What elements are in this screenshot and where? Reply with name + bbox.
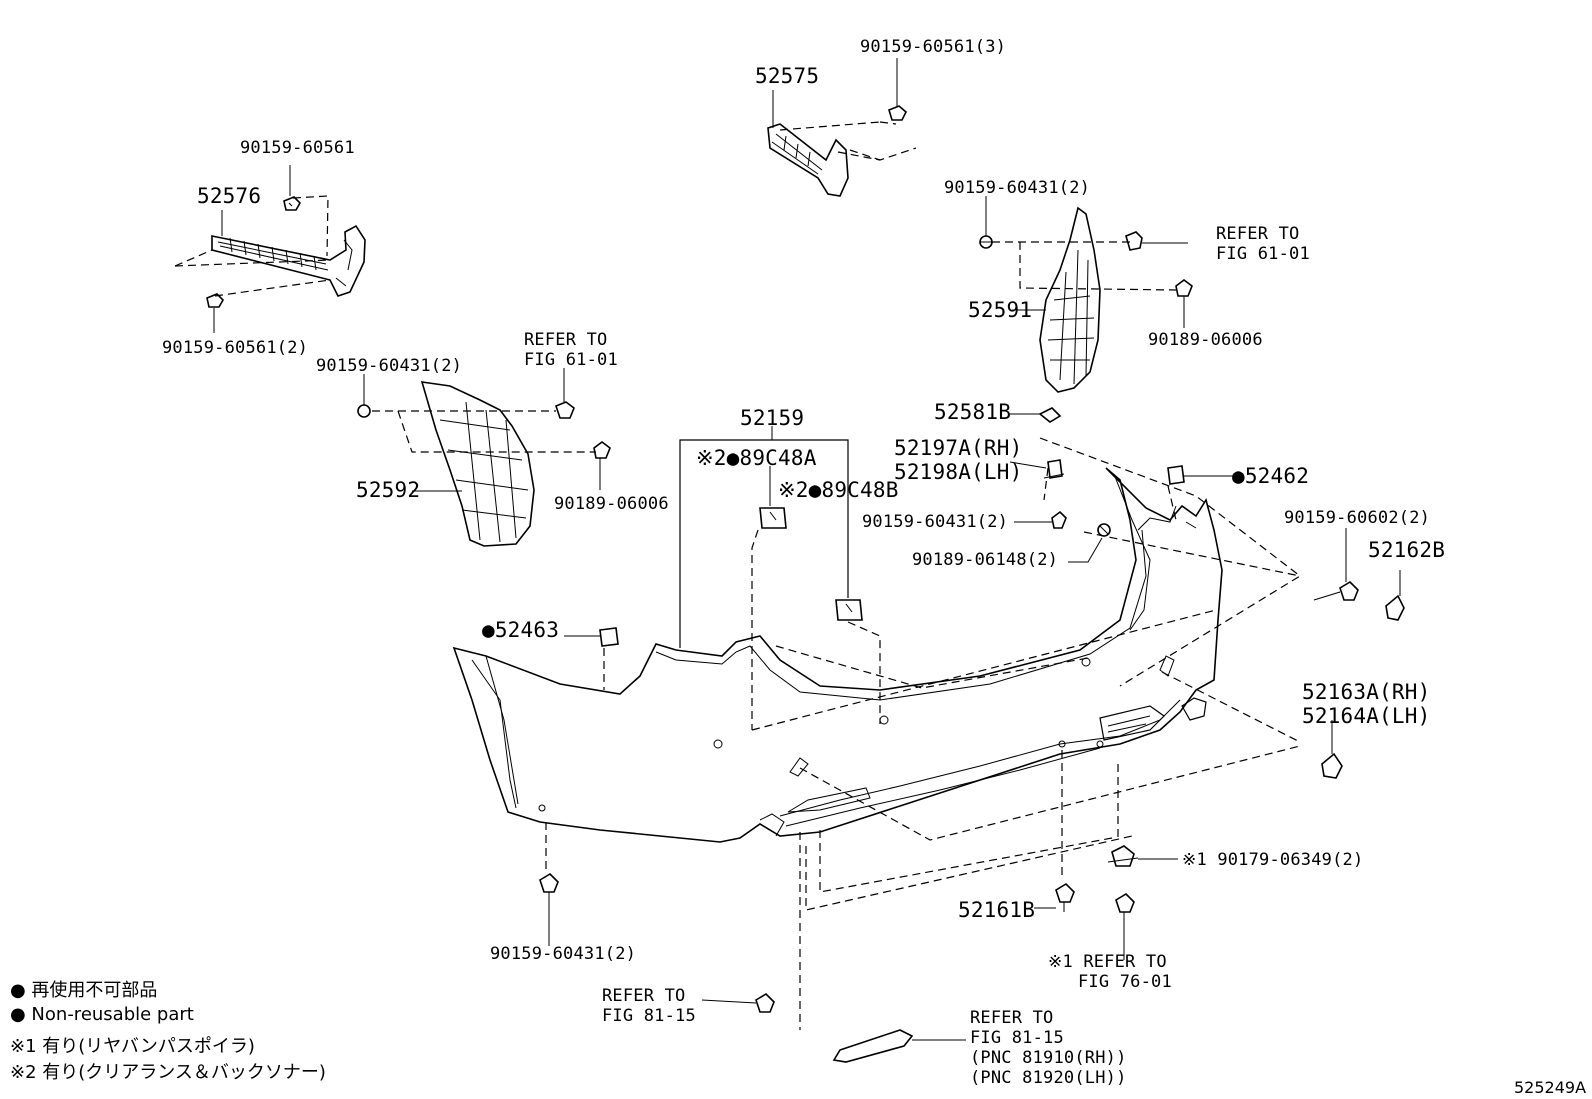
screw-icon-spoiler — [1115, 892, 1135, 960]
screw-icon-90159-60431-bottom — [539, 872, 559, 946]
label-refer-61-01-right: REFER TO — [1216, 224, 1300, 244]
label-52581b: 52581B — [934, 400, 1012, 424]
clip-icon-52592-lower — [593, 441, 611, 459]
figure-reference-number: 525249A — [1514, 1078, 1587, 1097]
clip-icon-90179-06349 — [1107, 845, 1139, 867]
washer-icon-52581b — [1038, 407, 1062, 423]
label-90159-60561: 90159-60561 — [240, 138, 355, 158]
label-52197a-rh: 52197A(RH) — [894, 436, 1023, 460]
label-pnc-81910-rh: (PNC 81910(RH)) — [970, 1048, 1127, 1068]
pad-icon-52462 — [1167, 465, 1185, 485]
part-52592-side-bracket — [420, 381, 535, 547]
leader-line — [1068, 537, 1103, 563]
label-refer-61-01-right-fig: FIG 61-01 — [1216, 244, 1310, 264]
callout-box-52159 — [679, 426, 849, 648]
bumper-guide-lines — [545, 437, 1302, 1030]
clip-icon-52592-right — [555, 401, 575, 419]
leader-line — [1313, 591, 1341, 601]
label-refer-81-15-left: REFER TO — [602, 986, 686, 1006]
clip-icon-52591-left — [979, 235, 993, 249]
bolt-icon-52576-bottom — [206, 293, 224, 308]
label-52463: ●52463 — [482, 618, 560, 642]
leader-52575 — [779, 121, 917, 161]
label-52164a-lh: 52164A(LH) — [1302, 704, 1431, 728]
label-90159-60431-2-mid: 90159-60431(2) — [862, 512, 1009, 532]
label-90189-06006-left: 90189-06006 — [554, 494, 669, 514]
label-52198a-lh: 52198A(LH) — [894, 460, 1023, 484]
cap-icon-52163a — [1321, 752, 1343, 779]
label-89c48b: ※2●89C48B — [778, 478, 899, 502]
label-52591: 52591 — [968, 298, 1033, 322]
part-52575-retainer — [767, 123, 849, 197]
clip-icon-52591-right — [1125, 231, 1143, 251]
screw-icon-90159-60431-mid — [1051, 510, 1067, 529]
label-90159-60431-2-left: 90159-60431(2) — [316, 356, 463, 376]
screw-icon-90159-60602 — [1339, 580, 1359, 601]
cap-icon-52162b — [1385, 594, 1405, 621]
label-90159-60431-2-bottom: 90159-60431(2) — [490, 944, 637, 964]
label-52161b: 52161B — [958, 898, 1036, 922]
label-refer-76-01-fig: FIG 76-01 — [1078, 972, 1172, 992]
label-52462: ●52462 — [1232, 464, 1310, 488]
bolt-icon-52575 — [888, 105, 907, 121]
label-refer-81-15-right-fig: FIG 81-15 — [970, 1028, 1064, 1048]
label-90189-06148-2: 90189-06148(2) — [912, 550, 1059, 570]
label-52576: 52576 — [197, 184, 262, 208]
sensor-retainer-icon-89c48a — [759, 507, 787, 529]
legend-note-2: ※2 有り(クリアランス＆バックソナー) — [10, 1062, 326, 1083]
pad-icon-52463 — [599, 627, 619, 647]
label-90159-60561-2: 90159-60561(2) — [162, 338, 309, 358]
part-52576-retainer — [211, 224, 366, 297]
bolt-icon-52576-top — [283, 196, 301, 211]
label-refer-81-15-left-fig: FIG 81-15 — [602, 1006, 696, 1026]
clip-icon-52591-lower — [1175, 279, 1193, 297]
label-90179-06349-2: ※1 90179-06349(2) — [1182, 850, 1364, 870]
legend-note-1: ※1 有り(リヤバンパスポイラ) — [10, 1036, 255, 1057]
part-52159-bumper-cover — [452, 467, 1223, 843]
label-90159-60602-2: 90159-60602(2) — [1284, 508, 1431, 528]
label-refer-61-01-left-fig: FIG 61-01 — [524, 350, 618, 370]
label-pnc-81920-lh: (PNC 81920(LH)) — [970, 1068, 1127, 1088]
pin-icon-52161b — [1055, 882, 1075, 912]
label-refer-81-15-right: REFER TO — [970, 1008, 1054, 1028]
label-90159-60431-2-right: 90159-60431(2) — [944, 178, 1091, 198]
label-refer-76-01: ※1 REFER TO — [1048, 952, 1167, 972]
part-52591-side-bracket — [1039, 206, 1101, 393]
bracket-icon-52197a — [1043, 459, 1065, 479]
sensor-retainer-icon-89c48b — [835, 599, 863, 621]
leader-52576 — [174, 195, 331, 297]
label-90189-06006-right: 90189-06006 — [1148, 330, 1263, 350]
clip-icon-52592-left — [357, 404, 371, 418]
leader-52591 — [992, 241, 1177, 291]
label-90159-60561-3: 90159-60561(3) — [860, 37, 1007, 57]
reflector-icon — [832, 1029, 914, 1063]
label-refer-61-01-left: REFER TO — [524, 330, 608, 350]
label-52159: 52159 — [740, 406, 805, 430]
screw-icon-reflector — [755, 992, 775, 1013]
legend-non-reusable-jp: ● 再使用不可部品 — [10, 980, 158, 1001]
label-52592: 52592 — [356, 478, 421, 502]
label-52575: 52575 — [755, 64, 820, 88]
leader-line — [1009, 461, 1047, 469]
leader-52592 — [372, 410, 596, 453]
clip-icon-90189-06148 — [1097, 523, 1111, 537]
legend-non-reusable-en: ● Non-reusable part — [10, 1004, 194, 1025]
label-89c48a: ※2●89C48A — [696, 446, 817, 470]
label-52163a-rh: 52163A(RH) — [1302, 680, 1431, 704]
leader-line — [701, 999, 757, 1004]
label-52162b: 52162B — [1368, 538, 1446, 562]
